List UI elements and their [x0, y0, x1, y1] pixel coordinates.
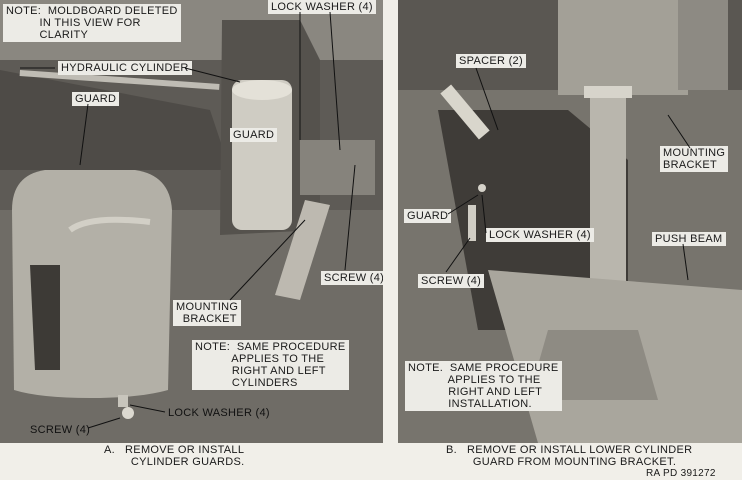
- note-moldboard-deleted: NOTE: MOLDBOARD DELETED IN THIS VIEW FOR…: [3, 4, 181, 42]
- leader-lines-b: [445, 67, 691, 281]
- label-lock-washer-top: LOCK WASHER (4): [268, 0, 376, 14]
- label-mounting-bracket-b: MOUNTING BRACKET: [660, 146, 729, 172]
- label-hydraulic-cylinder: HYDRAULIC CYLINDER: [58, 61, 192, 75]
- label-guard-right: GUARD: [230, 128, 278, 142]
- caption-a: A. REMOVE OR INSTALL CYLINDER GUARDS.: [104, 444, 245, 468]
- note-same-procedure-b: NOTE. SAME PROCEDURE APPLIES TO THE RIGH…: [405, 361, 562, 411]
- label-lock-washer-bottom: LOCK WASHER (4): [168, 407, 270, 419]
- label-mounting-bracket-a: MOUNTING BRACKET: [173, 300, 242, 326]
- note-same-procedure-a: NOTE: SAME PROCEDURE APPLIES TO THE RIGH…: [192, 340, 349, 390]
- photo-panel-b: SPACER (2) MOUNTING BRACKET PUSH BEAM GU…: [398, 0, 742, 443]
- label-guard-b: GUARD: [404, 209, 452, 223]
- label-screw-right: SCREW (4): [321, 271, 383, 285]
- label-push-beam: PUSH BEAM: [652, 232, 726, 246]
- reference-number: RA PD 391272: [646, 468, 716, 479]
- leader-lines-a: [20, 11, 356, 429]
- photo-panel-a: NOTE: MOLDBOARD DELETED IN THIS VIEW FOR…: [0, 0, 383, 443]
- label-spacer: SPACER (2): [456, 54, 526, 68]
- label-screw-bottom: SCREW (4): [30, 424, 91, 436]
- caption-b: B. REMOVE OR INSTALL LOWER CYLINDER GUAR…: [446, 444, 693, 468]
- label-guard-left: GUARD: [72, 92, 120, 106]
- label-lock-washer-b: LOCK WASHER (4): [486, 228, 594, 242]
- label-screw-b: SCREW (4): [418, 274, 485, 288]
